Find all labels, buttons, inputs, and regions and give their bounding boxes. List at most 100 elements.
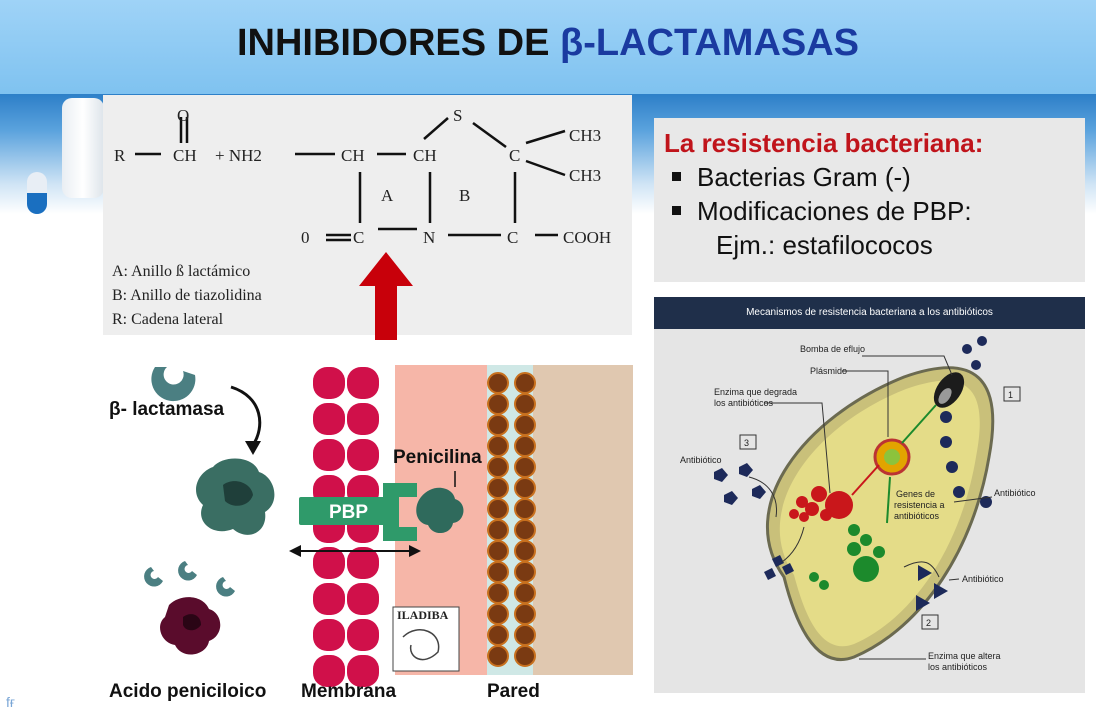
label-membrana: Membrana [301,681,396,702]
membrane-segment [347,619,379,651]
membrane-segment [347,583,379,615]
efflux-pump-icon [933,372,965,408]
title-accent: β-LACTAMASAS [560,22,860,64]
membrane-segment [347,655,379,687]
label-antibiotic-right: Antibiótico [994,488,1036,498]
atom-s: S [453,106,462,125]
wall-bead [487,519,509,541]
wall-bead [487,477,509,499]
atom-n: N [423,228,435,247]
outer-layer [533,365,633,675]
mechanisms-header: Mecanismos de resistencia bacteriana a l… [654,297,1085,329]
curved-arrow [230,385,262,446]
wall-bead [514,519,536,541]
cell-wall [487,372,536,667]
membrane-segment [313,655,345,687]
wall-bead [487,561,509,583]
resistance-item-text: Modificaciones de PBP: [697,196,972,226]
membrane-segment [313,367,345,399]
wall-bead [514,603,536,625]
wall-bead [487,435,509,457]
resistance-item: Modificaciones de PBP: [664,196,1075,227]
double-arrow-right-head [409,545,421,557]
label-genes-1: Genes de [896,489,935,499]
cleaved-fragments [144,561,235,597]
resistance-box: La resistencia bacteriana: Bacterias Gra… [654,118,1085,282]
plasmid-arrows [851,464,880,496]
membrane-segment [313,439,345,471]
membrane-segment [313,619,345,651]
wall-bead [487,582,509,604]
leader-lines [748,355,993,660]
bottle-decoration [62,98,104,198]
wall-bead [514,498,536,520]
penicillin-molecule-icon [416,487,464,534]
penicillin-structure-panel: R O CH + NH2 CH CH S C CH3 CH3 A B 0 C N… [103,95,632,335]
label-enzyme-1: Enzima que degrada [714,387,797,397]
iladiba-logo-mark [402,629,440,661]
resistance-item-text: Bacterias Gram (-) [697,162,911,192]
wall-bead [514,645,536,667]
incoming-antibiotics [714,463,948,611]
pbp-icon [299,483,417,541]
legend-line-r: R: Cadena lateral [112,311,224,328]
slide-title: INHIBIDORES DE β-LACTAMASAS [0,22,1096,65]
membrane-segment [347,403,379,435]
label-penicilina: Penicilina [393,447,482,468]
membrane-segment [347,547,379,579]
atom-o-top: O [177,106,189,125]
wall-bead [514,456,536,478]
beta-lactamase-active-icon [196,458,275,535]
atom-ch3-a: CH3 [569,126,601,145]
wall-bead [487,624,509,646]
wall-bead [514,624,536,646]
label-pared: Pared [487,681,540,702]
label-alter-2: los antibióticos [928,662,988,672]
altering-enzyme-icon [809,524,885,590]
atom-c-2: C [353,228,364,247]
plasmid-icon [873,438,911,476]
atom-plus-nh2: + NH2 [215,146,262,165]
atom-c-1: C [509,146,520,165]
ring-label-a: A [381,186,394,205]
structure-bonds [135,117,566,242]
mechanisms-diagram: 1 2 3 Bomba de eflujo Plásmido Enzima qu… [654,297,1085,693]
step-box-1: 1 [1008,390,1013,400]
structure-svg: R O CH + NH2 CH CH S C CH3 CH3 A B 0 C N… [114,106,611,247]
cell-wall-illustration: ILADIBA β- lactamasa Penicilina PBP Acid… [103,337,633,706]
wall-bead [487,414,509,436]
membrane-segment [347,439,379,471]
legend-line-a: A: Anillo ß lactámico [112,263,251,280]
wall-bead [514,477,536,499]
bullet-icon [672,172,681,182]
atom-ch-3: CH [413,146,437,165]
label-genes-3: antibióticos [894,511,940,521]
resistance-heading: La resistencia bacteriana: [664,128,984,158]
step-boxes [739,386,1021,630]
resistance-item: Bacterias Gram (-) [664,162,1075,193]
mechanisms-svg: 1 2 3 Bomba de eflujo Plásmido Enzima qu… [680,336,1036,672]
atom-ch3-b: CH3 [569,166,601,185]
red-arrow-icon [359,252,413,340]
label-plasmid: Plásmido [810,366,847,376]
double-arrow-left-head [289,545,301,557]
atom-cooh: COOH [563,228,611,247]
atom-ch-2: CH [341,146,365,165]
efflux-antibiotics [940,336,992,508]
penicilloic-acid-icon [160,597,221,655]
wall-bead [514,435,536,457]
wall-bead [487,456,509,478]
capsule-icon [27,172,47,214]
wall-bead [487,540,509,562]
wall-bead [514,414,536,436]
watermark: fғ [6,694,15,710]
wall-bead [514,582,536,604]
atom-o-bottom: 0 [301,228,310,247]
label-pump: Bomba de eflujo [800,344,865,354]
step-box-2: 2 [926,618,931,628]
label-pbp: PBP [329,502,368,523]
wall-bead [487,498,509,520]
iladiba-logo [392,606,460,672]
label-beta-lactamasa: β- lactamasa [109,399,225,420]
wall-bead [487,372,509,394]
